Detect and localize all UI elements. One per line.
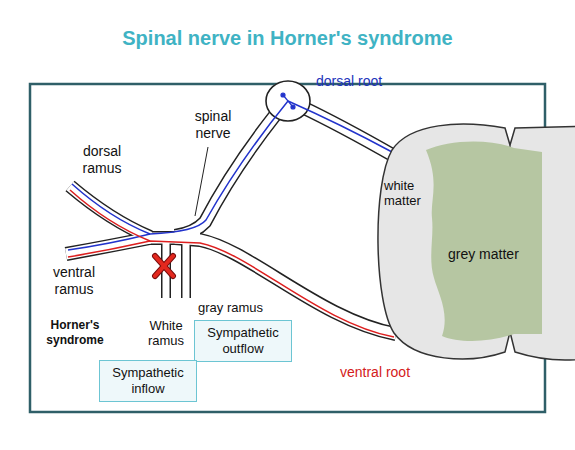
diagram-title: Spinal nerve in Horner's syndrome [0, 27, 575, 50]
box-text: Sympathetic inflow [106, 365, 190, 397]
part-label: White ramus [142, 318, 190, 348]
nerve-outline [66, 106, 396, 334]
part-label: gray ramus [198, 300, 263, 315]
info-box: Sympathetic inflow [99, 360, 197, 402]
nerve-fill [66, 106, 396, 334]
part-label: dorsal ramus [76, 143, 128, 177]
region-label: white matter [384, 178, 430, 208]
sensory-fibre [68, 101, 392, 250]
part-label: ventral ramus [44, 264, 104, 298]
lesion-cross [155, 256, 173, 276]
ganglion [266, 81, 310, 121]
region-label: grey matter [448, 246, 519, 262]
part-label: dorsal root [316, 73, 382, 89]
leader-line [195, 147, 208, 216]
info-box: Sympathetic outflow [194, 320, 292, 362]
motor-fibre [68, 190, 394, 337]
grey-matter-region: grey matter [418, 138, 548, 348]
neuron-symbol [281, 93, 295, 109]
spinal-cord-white-matter: white matter grey matter [372, 120, 575, 370]
part-label: spinal nerve [188, 108, 238, 142]
part-label: Horner's syndrome [40, 318, 110, 348]
part-label: ventral root [340, 364, 410, 380]
box-text: Sympathetic outflow [201, 325, 285, 357]
grey-matter-shape [418, 138, 548, 348]
